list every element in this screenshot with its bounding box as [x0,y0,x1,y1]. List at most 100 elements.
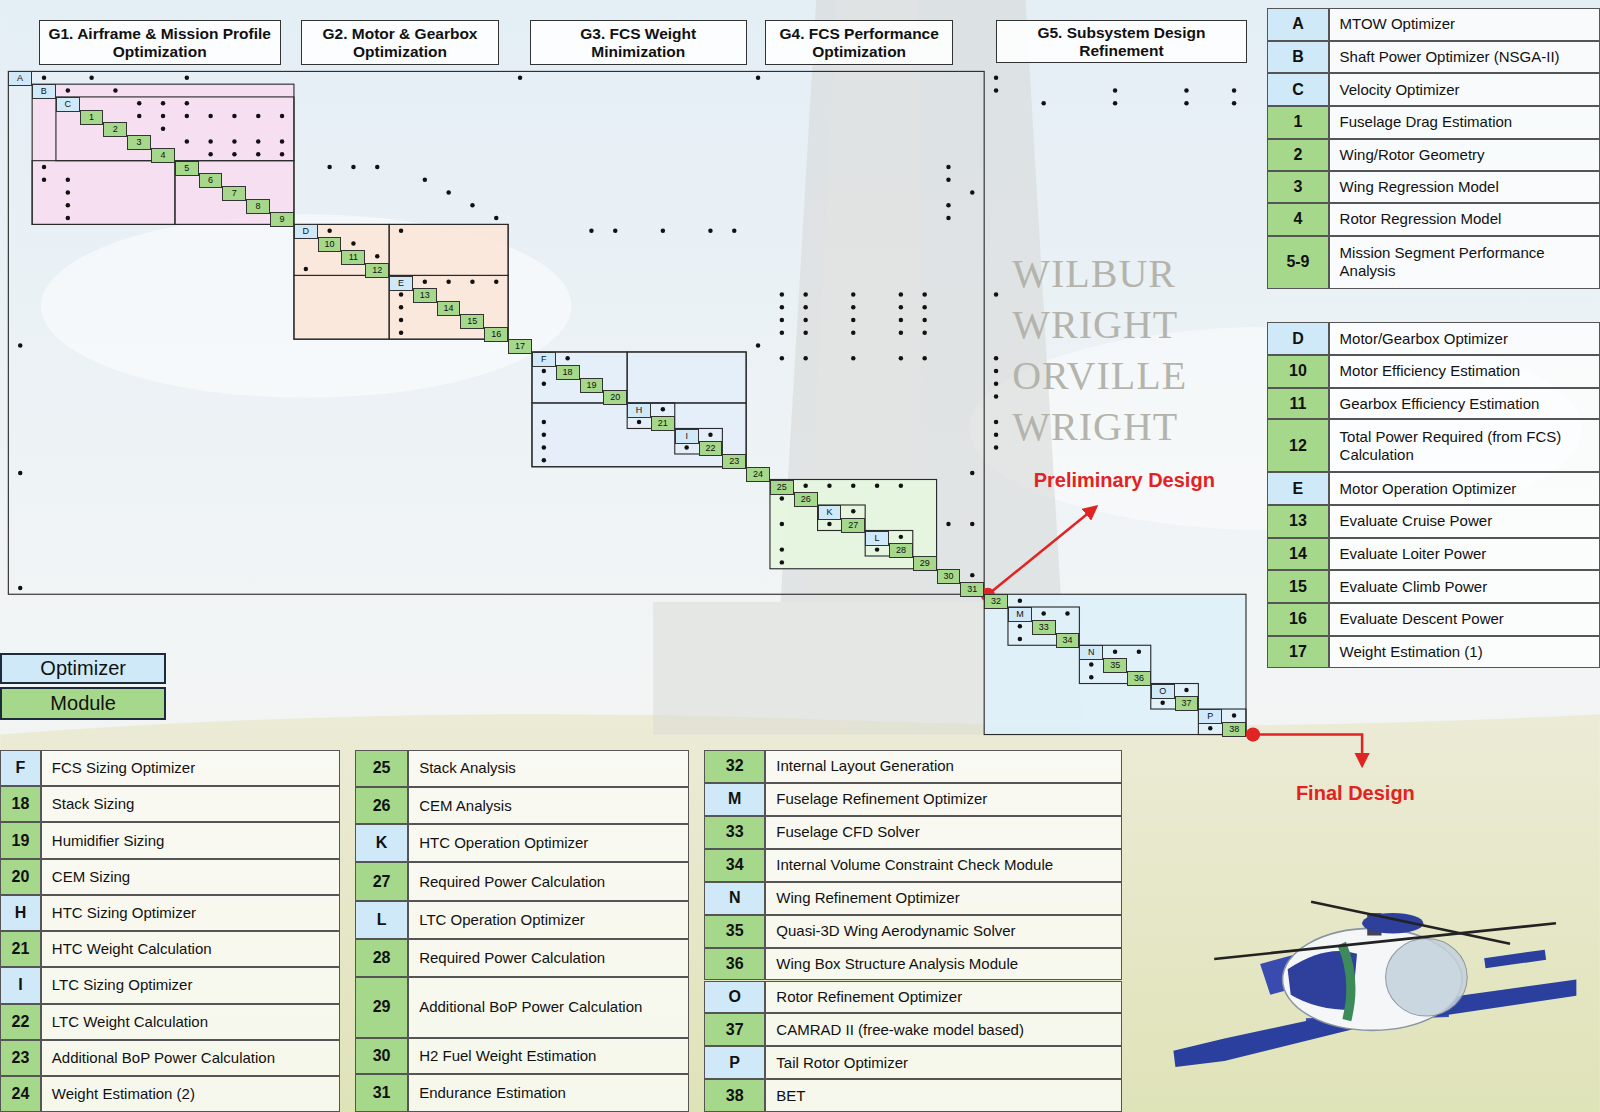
table-text: FCS Sizing Optimizer [52,759,195,777]
optimizer-cell: B [32,84,56,99]
table-key-cell: 14 [1267,538,1328,571]
table-description-cell: Evaluate Loiter Power [1329,538,1600,571]
table-key: B [1292,48,1304,66]
cell-id: 38 [1229,724,1239,735]
table-description-cell: Velocity Optimizer [1329,73,1600,106]
table-key: 23 [12,1049,30,1067]
table-key: P [729,1054,740,1072]
dependency-dot [399,305,403,309]
watermark: ORVILLE [1012,352,1187,399]
matrix-block [8,71,984,594]
dependency-dot [42,178,46,182]
dependency-dot [851,356,855,360]
dependency-dot [18,343,22,347]
optimizer-cell: K [818,505,842,520]
dependency-dot [613,229,617,233]
table-description-cell: FCS Sizing Optimizer [41,750,340,786]
dependency-dot [256,139,260,143]
table-description-cell: Endurance Estimation [408,1074,689,1112]
table-key: 19 [12,832,30,850]
matrix-block [32,161,175,225]
table-description-cell: Motor Efficiency Estimation [1329,355,1600,388]
module-cell: 18 [556,365,580,380]
cell-id: F [541,354,547,365]
table-text: Stack Analysis [419,759,516,777]
table-description-cell: HTC Operation Optimizer [408,824,689,862]
table-key: L [377,911,387,929]
group-title: G3. FCS Weight Minimization [539,25,738,61]
table-key-cell: 17 [1267,636,1328,669]
dependency-dot [899,305,903,309]
matrix-block [532,403,746,467]
dependency-dot [708,229,712,233]
dependency-dot [780,318,784,322]
table-key-cell: O [704,981,765,1014]
optimizer-cell: O [1151,684,1175,699]
cell-id: 6 [208,175,213,186]
dependency-dot [994,356,998,360]
table-description-cell: Shaft Power Optimizer (NSGA-II) [1329,41,1600,74]
table-description-cell: LTC Sizing Optimizer [41,967,340,1003]
dependency-dot [803,356,807,360]
table-key-cell: 27 [355,862,408,901]
table-description-cell: MTOW Optimizer [1329,8,1600,41]
dependency-dot [946,203,950,207]
group-title: G1. Airframe & Mission Profile Optimizat… [48,25,272,61]
table-key: 31 [373,1084,391,1102]
table-key-cell: H [0,895,41,931]
dependency-dot [446,190,450,194]
table-text: Total Power Required (from FCS) Calculat… [1340,428,1589,464]
group-title: G2. Motor & Gearbox Optimization [310,25,490,61]
cell-id: 17 [515,341,525,352]
watermark-text: WILBUR [1012,250,1176,297]
table-text: Required Power Calculation [419,873,605,891]
dependency-dot [922,318,926,322]
table-description-cell: Quasi-3D Wing Aerodynamic Solver [765,915,1122,948]
table-text: Evaluate Descent Power [1340,610,1504,628]
table-description-cell: Motor/Gearbox Optimizer [1329,322,1600,355]
dependency-dot [1160,700,1164,704]
table-text: Fuselage CFD Solver [776,823,919,841]
dependency-dot [494,216,498,220]
cell-id: 14 [444,303,454,314]
table-key-cell: 22 [0,1004,41,1040]
table-text: CEM Sizing [52,868,130,886]
table-key-cell: 1 [1267,106,1328,139]
table-key-cell: 38 [704,1079,765,1112]
table-text: Fuselage Refinement Optimizer [776,790,987,808]
table-key-cell: 12 [1267,419,1328,472]
module-cell: 29 [913,556,937,571]
table-key-cell: C [1267,73,1328,106]
cell-id: 20 [610,392,620,403]
dependency-dot [1018,624,1022,628]
table-key-cell: 21 [0,931,41,967]
matrix-block [1008,607,1079,645]
dependency-dot [185,114,189,118]
dependency-dot [803,331,807,335]
optimizer-cell: E [389,276,413,291]
dependency-dot [899,356,903,360]
table-key-cell: P [704,1046,765,1079]
milestone-label: Preliminary Design [1034,469,1215,492]
dependency-dot [780,560,784,564]
dependency-dot [994,369,998,373]
cell-id: 9 [279,214,284,225]
table-description-cell: LTC Weight Calculation [41,1004,340,1040]
table-text: Stack Sizing [52,795,135,813]
cell-id: E [398,278,404,289]
module-cell: 4 [151,148,175,163]
table-text: Internal Layout Generation [776,757,954,775]
cell-id: H [636,405,643,416]
table-key-cell: N [704,882,765,915]
module-cell: 6 [199,173,223,188]
table-key: 2 [1294,146,1303,164]
dependency-dot [661,407,665,411]
dependency-dot [851,305,855,309]
dependency-dot [780,522,784,526]
dependency-dot [994,445,998,449]
dependency-dot [780,356,784,360]
table-key: K [376,834,388,852]
group-title: G4. FCS Performance Optimization [774,25,944,61]
matrix-block [294,275,389,339]
dependency-dot [827,522,831,526]
